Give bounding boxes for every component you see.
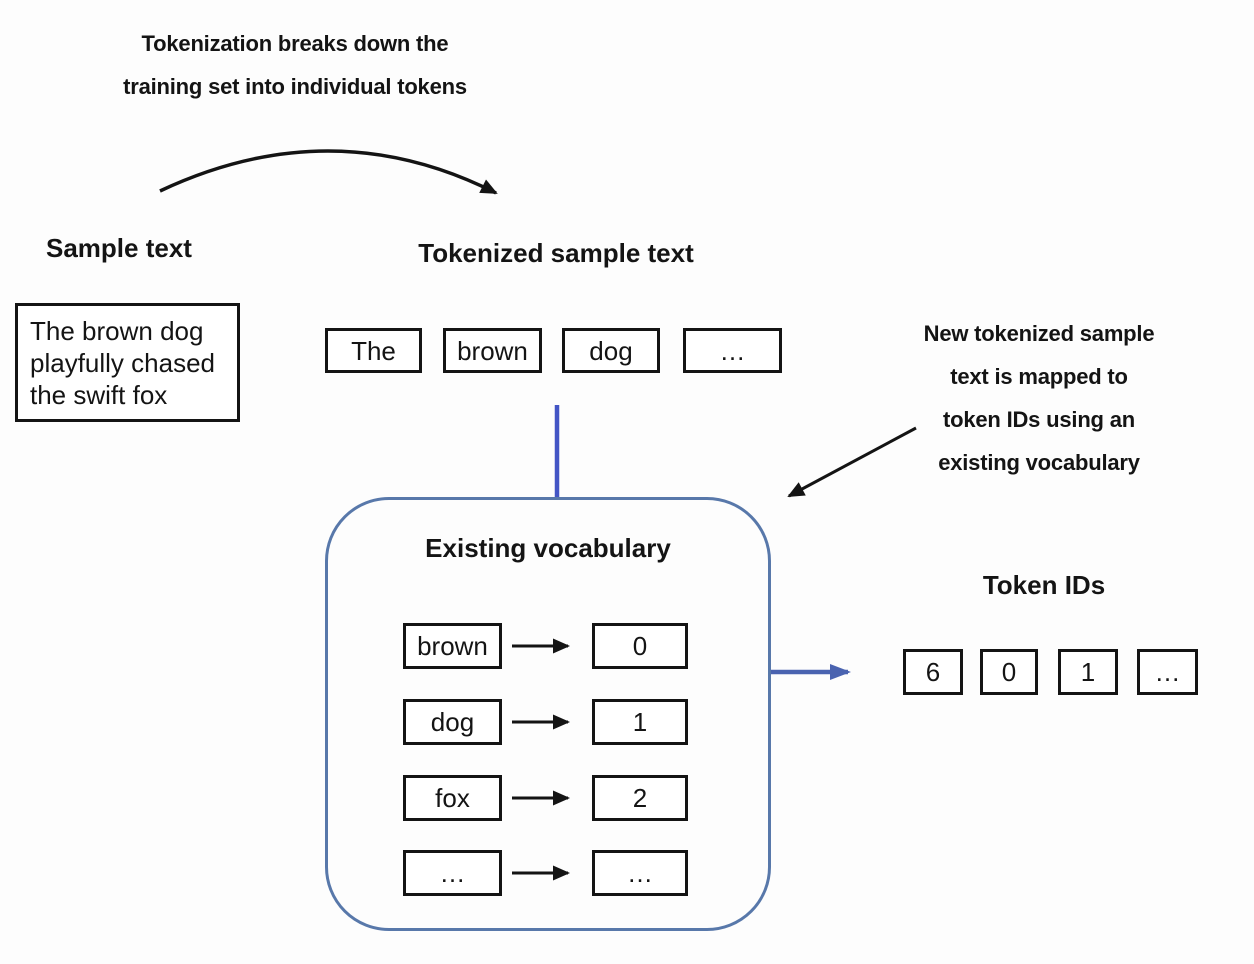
token-id-box: 6 [903, 649, 963, 695]
token-box: … [683, 328, 782, 373]
annotation-line: New tokenized sample [923, 321, 1155, 346]
token-id-box: 1 [1058, 649, 1118, 695]
annotation-line: training set into individual tokens [123, 74, 467, 99]
sample-text-heading: Sample text [46, 233, 192, 263]
token-box: dog [562, 328, 660, 373]
vocab-id-box: … [592, 850, 688, 896]
annotation-line: existing vocabulary [938, 450, 1140, 475]
mapping-annotation: New tokenized sample text is mapped to t… [889, 312, 1189, 484]
vocab-word-box: … [403, 850, 502, 896]
token-ids-heading: Token IDs [982, 570, 1106, 600]
tokenized-heading: Tokenized sample text [418, 238, 694, 268]
vocab-id-box: 2 [592, 775, 688, 821]
vocab-id-box: 1 [592, 699, 688, 745]
annotation-line: text is mapped to [950, 364, 1128, 389]
vocabulary-panel [325, 497, 771, 931]
vocab-id-box: 0 [592, 623, 688, 669]
vocabulary-heading: Existing vocabulary [425, 533, 671, 563]
vocab-word-box: fox [403, 775, 502, 821]
annotation-line: Tokenization breaks down the [141, 31, 449, 56]
token-id-box: … [1137, 649, 1198, 695]
tokenization-curved-arrow [159, 149, 498, 195]
vocab-word-box: brown [403, 623, 502, 669]
token-box: The [325, 328, 422, 373]
tokenization-annotation: Tokenization breaks down the training se… [60, 22, 530, 108]
token-box: brown [443, 328, 542, 373]
sample-text-box: The brown dog playfully chased the swift… [15, 303, 240, 422]
annotation-line: token IDs using an [943, 407, 1135, 432]
token-id-box: 0 [980, 649, 1038, 695]
vocab-word-box: dog [403, 699, 502, 745]
